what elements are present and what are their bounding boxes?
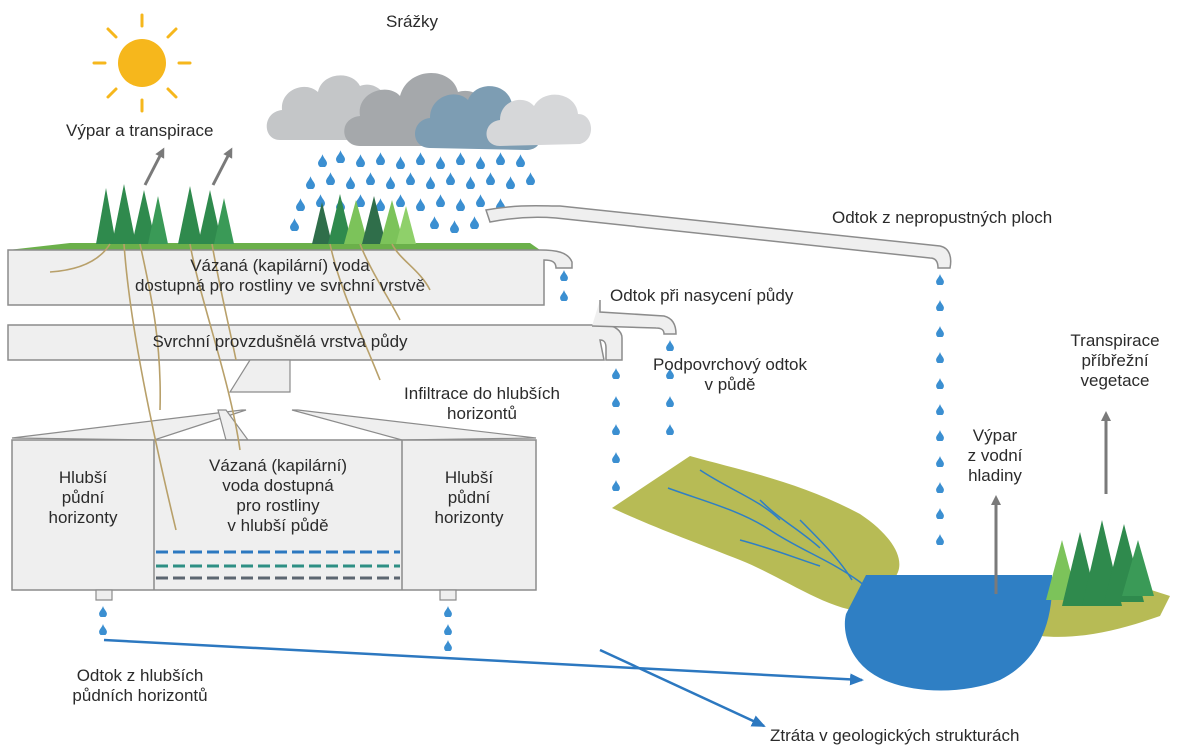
deep-outlet-right <box>439 589 457 601</box>
label-deep-bound-2: voda dostupná <box>222 476 334 495</box>
label-lake-evap-3: hladiny <box>968 466 1022 485</box>
lake <box>844 575 1053 691</box>
label-evapotranspiration: Výpar a transpirace <box>66 121 214 140</box>
label-saturation-runoff: Odtok při nasycení půdy <box>610 286 794 305</box>
water-table-lines <box>156 550 400 580</box>
label-riparian-3: vegetace <box>1080 371 1150 390</box>
drip-column-deep-right <box>444 606 452 651</box>
label-deep-right-1: Hlubší <box>444 468 494 487</box>
geological-loss-arrow <box>599 648 766 728</box>
label-deep-left-1: Hlubší <box>58 468 108 487</box>
tree-group-rain <box>312 194 416 244</box>
label-deep-bound-4: v hlubší půdě <box>227 516 329 535</box>
label-infiltration-1: Infiltrace do hlubších <box>404 384 560 403</box>
label-deep-runoff-2: půdních horizontů <box>72 686 208 705</box>
deep-runoff-arrow <box>103 638 864 686</box>
tree-group-middle <box>178 186 234 244</box>
grass-strip <box>8 243 540 250</box>
evaporation-arrow-1 <box>143 147 165 186</box>
saturation-runoff-pipe <box>591 300 677 335</box>
label-top-bound-water-1: Vázaná (kapilární) voda <box>190 256 370 275</box>
evaporation-arrow-2 <box>211 147 233 186</box>
label-deep-right-2: půdní <box>447 488 491 507</box>
label-deep-runoff-1: Odtok z hlubších <box>76 666 204 685</box>
label-aerated-layer: Svrchní provzdušnělá vrstva půdy <box>152 332 408 351</box>
deep-outlet-left <box>95 589 113 601</box>
label-riparian-1: Transpirace <box>1070 331 1160 350</box>
label-deep-bound-3: pro rostliny <box>236 496 320 515</box>
impervious-runoff-pipe <box>485 204 952 269</box>
label-deep-left-2: půdní <box>61 488 105 507</box>
label-subsurface-runoff-2: v půdě <box>704 375 756 394</box>
tree-group-left <box>96 184 168 244</box>
label-deep-right-3: horizonty <box>434 508 504 527</box>
drip-column-impervious <box>936 274 944 545</box>
label-deep-bound-1: Vázaná (kapilární) <box>209 456 347 475</box>
infiltration-channel-right <box>291 409 537 441</box>
label-riparian-2: příbřežní <box>1081 351 1149 370</box>
top-soil-layer <box>7 249 573 306</box>
infiltration-channel-left <box>11 409 247 441</box>
drip-column-top <box>560 270 568 301</box>
label-geological-loss: Ztráta v geologických strukturách <box>770 726 1020 745</box>
label-infiltration-2: horizontů <box>447 404 517 423</box>
deep-soil-horizons <box>11 439 537 591</box>
label-deep-left-3: horizonty <box>48 508 118 527</box>
label-subsurface-runoff-1: Podpovrchový odtok <box>652 355 808 374</box>
infiltration-funnel <box>228 359 291 393</box>
label-lake-evap-1: Výpar <box>972 426 1018 445</box>
slope-bank <box>612 456 900 612</box>
drip-column-subsurface <box>612 368 620 491</box>
drip-column-deep-left <box>99 606 107 635</box>
label-lake-evap-2: z vodní <box>967 446 1023 465</box>
sun-icon <box>92 13 192 113</box>
cloud-icon <box>266 72 592 150</box>
label-top-bound-water-2: dostupná pro rostliny ve svrchní vrstvě <box>134 276 426 295</box>
shore-trees <box>1046 520 1154 606</box>
plant-roots <box>49 243 431 531</box>
label-impervious-runoff: Odtok z nepropustných ploch <box>832 208 1053 227</box>
label-precipitation: Srážky <box>386 12 438 31</box>
